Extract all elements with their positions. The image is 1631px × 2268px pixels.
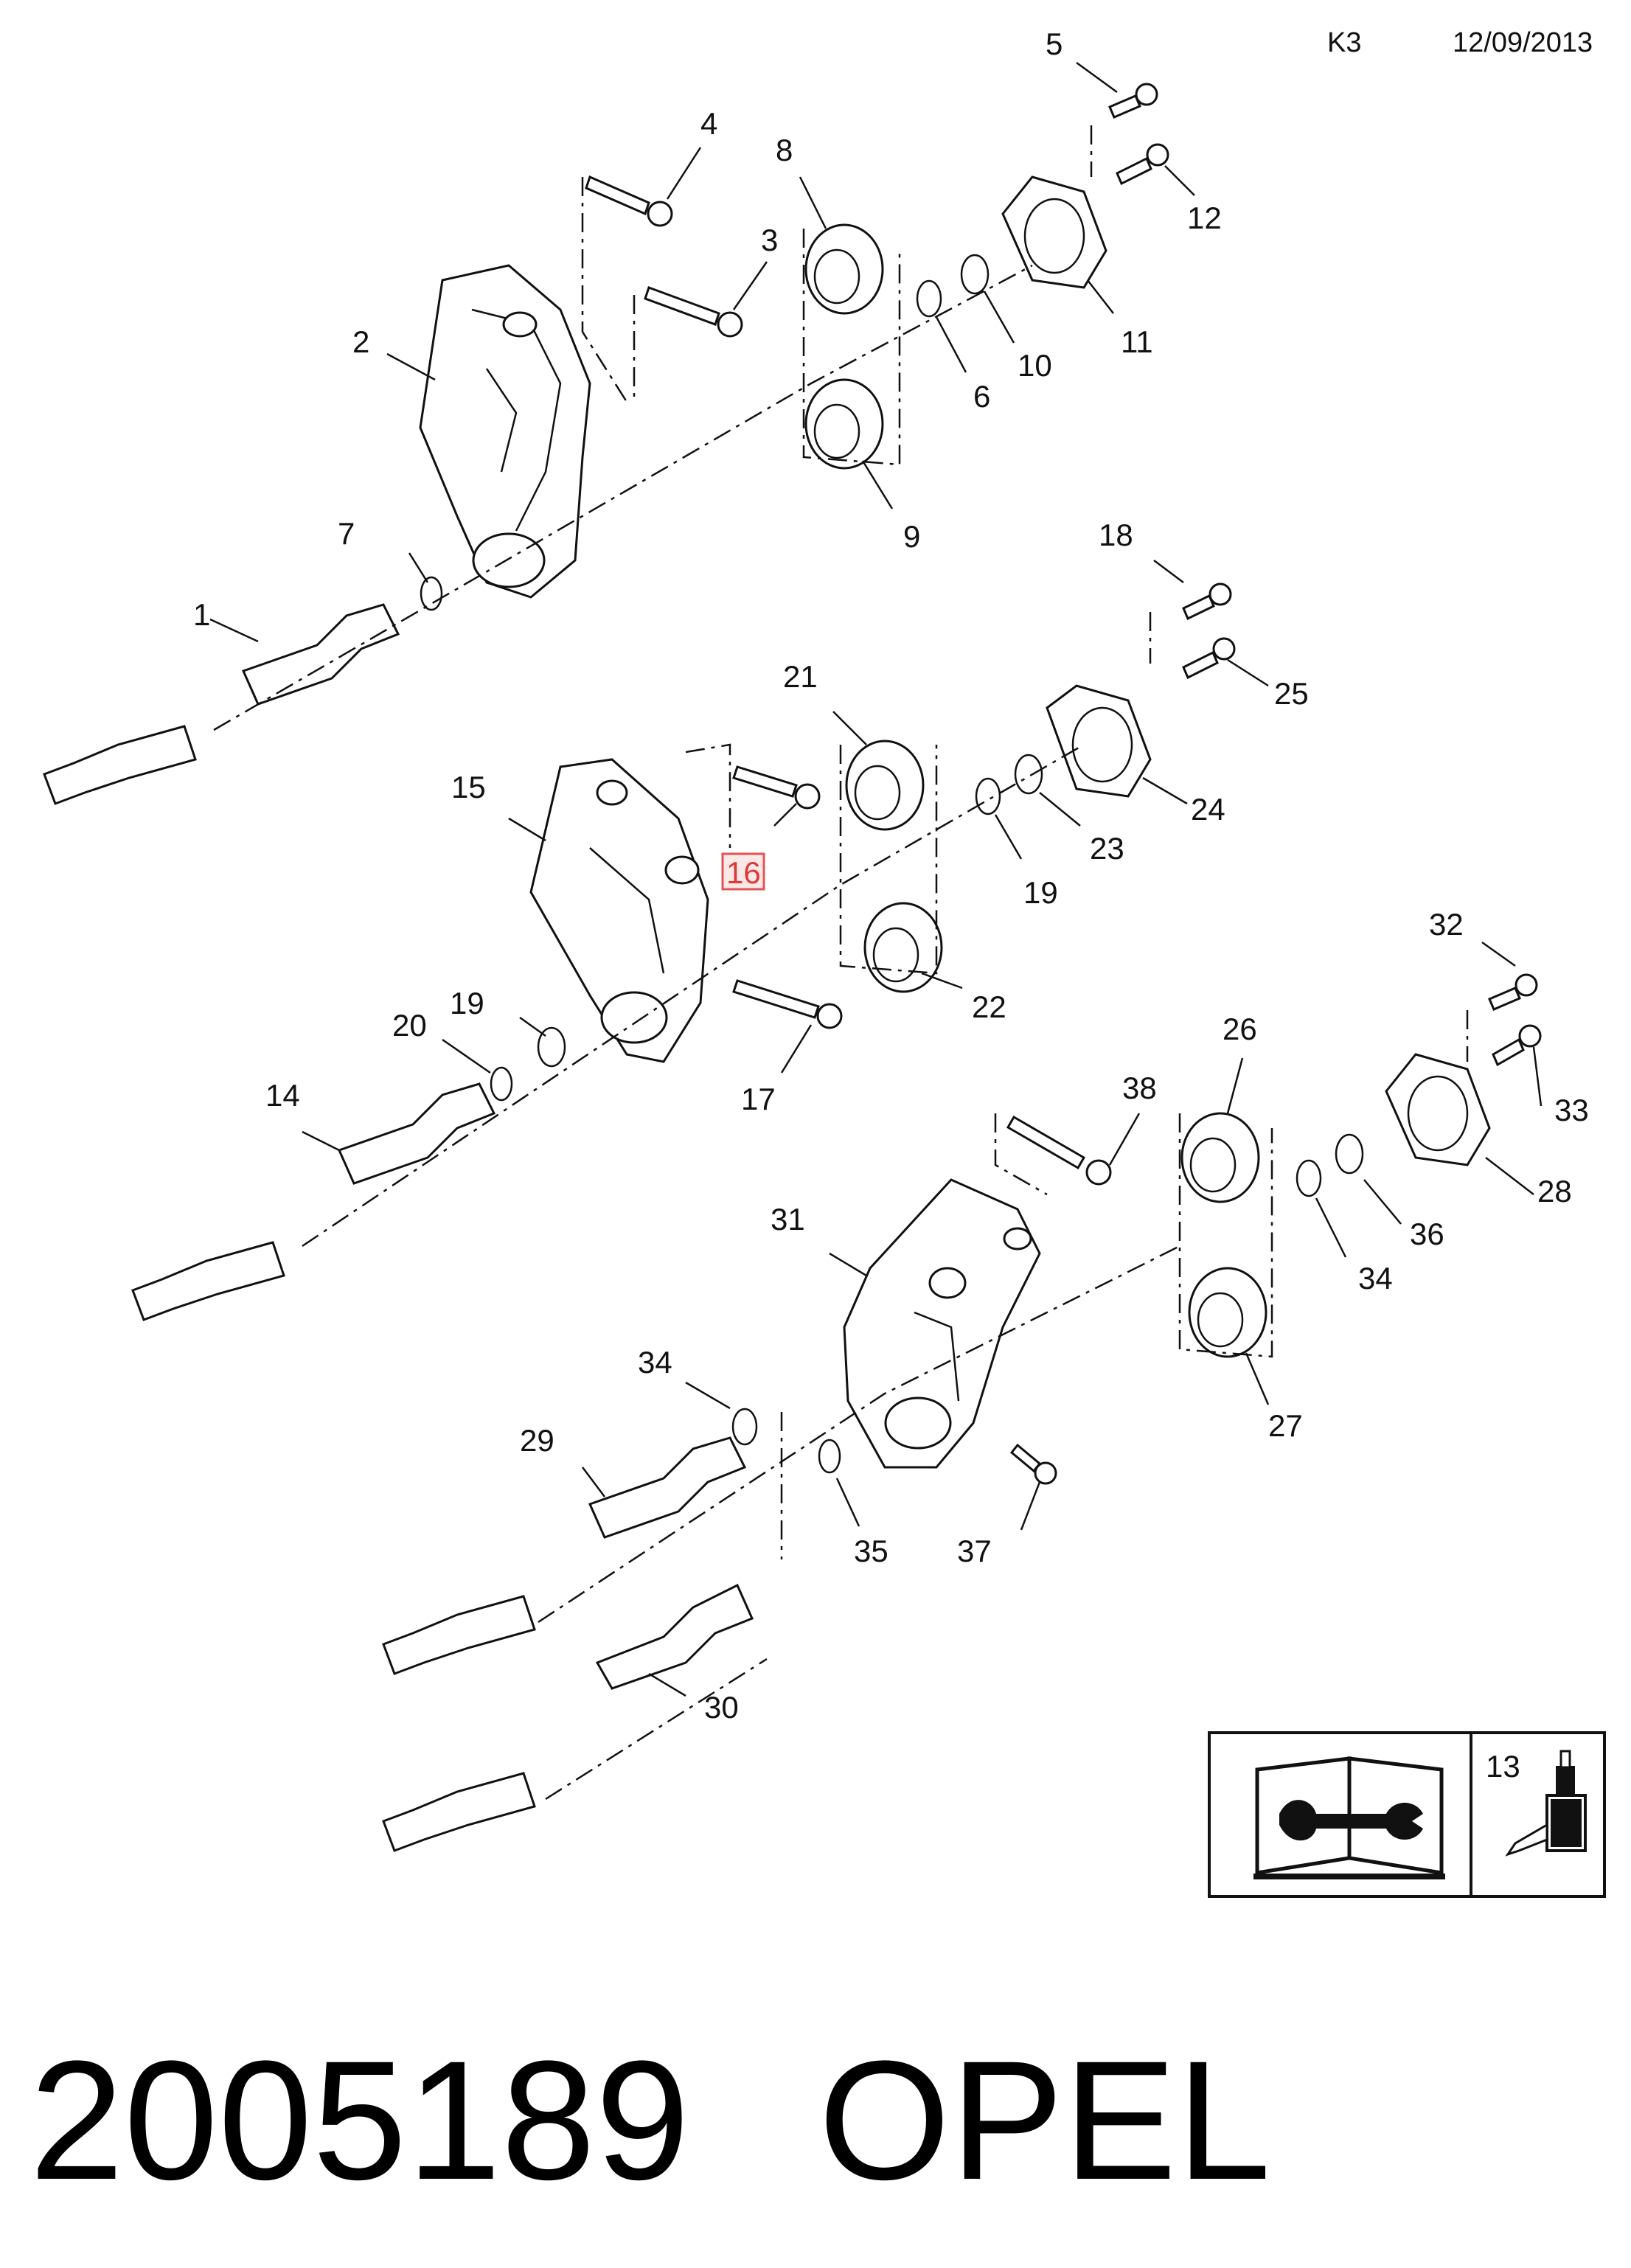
callout: 27 <box>1268 1408 1303 1443</box>
callout: 34 <box>1358 1261 1393 1295</box>
ring-part-6 <box>916 279 942 318</box>
bolt-part-37 <box>1009 1443 1057 1485</box>
callout: 35 <box>854 1534 888 1568</box>
shaft-part-14 <box>131 1082 496 1321</box>
callout: 4 <box>700 106 717 141</box>
bracket-part-2 <box>419 264 591 599</box>
callout: 19 <box>1023 875 1058 910</box>
clip-part-20 <box>490 1066 513 1102</box>
bolt-part-32 <box>1488 973 1538 1011</box>
legend-box: 13 <box>1208 1731 1606 1898</box>
callout: 1 <box>193 597 210 632</box>
callout: 34 <box>638 1345 672 1380</box>
callout: 28 <box>1537 1174 1572 1208</box>
callout: 36 <box>1410 1217 1444 1251</box>
bolt-part-5 <box>1108 83 1158 119</box>
header-date: 12/09/2013 <box>1453 27 1593 58</box>
bolt-part-16 <box>732 765 821 810</box>
highlight-box <box>721 852 765 891</box>
callout: 17 <box>741 1082 776 1116</box>
flange-part-24 <box>1046 684 1152 798</box>
shaft-part-1 <box>43 603 400 805</box>
bolt-part-33 <box>1492 1024 1542 1067</box>
callout: 26 <box>1223 1012 1257 1046</box>
callout: 38 <box>1122 1071 1157 1105</box>
callout: 20 <box>392 1008 427 1043</box>
callout: 21 <box>783 659 818 694</box>
ring-part-23 <box>1014 754 1043 795</box>
flange-part-11 <box>1001 175 1107 289</box>
bearing-part-26 <box>1180 1112 1260 1203</box>
bolt-part-17 <box>732 979 843 1029</box>
callout: 12 <box>1187 201 1222 235</box>
adhesive-tube-icon <box>1505 1750 1587 1857</box>
callout: 6 <box>973 379 990 414</box>
callout-highlighted: 16 <box>726 855 761 890</box>
assembly-middle <box>131 582 1236 1321</box>
bolt-part-12 <box>1116 143 1169 186</box>
header-code: K3 <box>1327 27 1361 58</box>
callout: 3 <box>761 223 778 257</box>
bolt-part-25 <box>1182 637 1236 680</box>
bolt-part-4 <box>585 175 673 227</box>
callout: 37 <box>957 1534 992 1568</box>
shaft-part-30 <box>382 1583 754 1852</box>
callout: 10 <box>1018 348 1052 383</box>
bolt-part-3 <box>644 286 743 338</box>
callout: 25 <box>1274 676 1309 711</box>
brand-name: OPEL <box>818 2025 1271 2215</box>
ring-part-34b <box>731 1408 758 1446</box>
bracket-part-15 <box>529 758 709 1063</box>
assembly-bottom <box>382 973 1542 1852</box>
assembly-top <box>43 83 1169 805</box>
part-number: 2005189 <box>29 2025 689 2215</box>
manual-wrench-icon <box>1253 1756 1445 1879</box>
bearing-part-9 <box>804 378 884 470</box>
bearing-part-21 <box>845 740 925 831</box>
callout: 5 <box>1046 27 1063 61</box>
bearing-part-8 <box>804 223 884 315</box>
callout: 7 <box>338 516 355 551</box>
callout: 9 <box>903 519 920 554</box>
callout: 24 <box>1191 792 1225 827</box>
flange-part-28 <box>1385 1053 1491 1166</box>
ring-part-34a <box>1296 1159 1322 1197</box>
callout: 8 <box>776 133 793 167</box>
bearing-part-22 <box>863 902 943 993</box>
callout: 30 <box>704 1690 739 1725</box>
ring-part-36 <box>1335 1133 1364 1175</box>
ring-part-10 <box>960 254 990 295</box>
callout: 32 <box>1429 907 1464 942</box>
bearing-part-27 <box>1188 1267 1267 1358</box>
callout: 11 <box>1121 324 1153 359</box>
callout: 14 <box>265 1078 300 1113</box>
bracket-part-31 <box>843 1178 1041 1469</box>
callout: 19 <box>450 986 484 1020</box>
legend-item-number: 13 <box>1486 1749 1520 1784</box>
callout: 15 <box>451 770 486 804</box>
clip-part-35 <box>818 1439 841 1474</box>
callout: 2 <box>352 324 369 359</box>
bolt-part-38 <box>1006 1115 1112 1186</box>
bolt-part-18 <box>1182 582 1232 621</box>
leader-lines <box>209 61 1543 1697</box>
callout: 18 <box>1099 518 1133 552</box>
ring-part-19b <box>537 1026 566 1068</box>
callout: 29 <box>520 1423 554 1458</box>
clip-part-7 <box>420 576 443 611</box>
callouts: 1 2 3 4 5 6 7 8 9 10 11 12 14 15 16 17 1… <box>193 27 1589 1725</box>
shaft-part-29 <box>382 1436 747 1675</box>
ring-part-19a <box>975 777 1001 815</box>
callout: 33 <box>1554 1093 1589 1127</box>
callout: 23 <box>1090 831 1124 866</box>
callout: 22 <box>972 989 1006 1024</box>
callout: 31 <box>771 1202 805 1236</box>
